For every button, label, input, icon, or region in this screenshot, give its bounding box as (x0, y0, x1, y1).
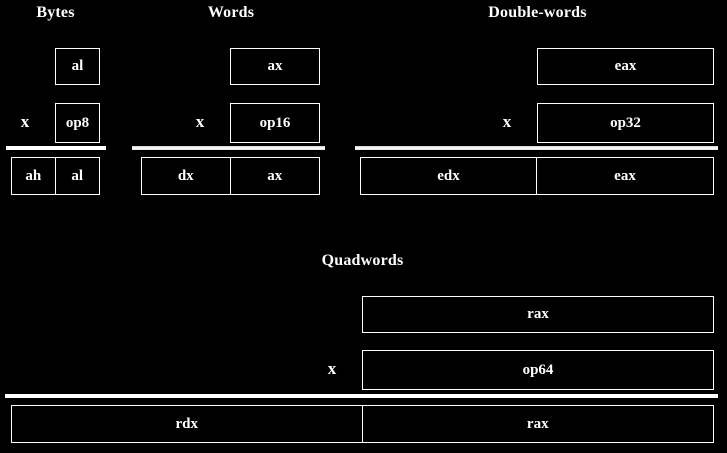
quadwords-result-low: rax (526, 415, 549, 432)
bytes-result-row: ah al (11, 157, 100, 195)
words-result-high: dx (142, 158, 231, 194)
double-words-rule-line (355, 146, 718, 150)
double-words-result-row: edx eax (360, 157, 714, 195)
words-multiply-sign: x (195, 112, 205, 131)
bytes-rule-line (6, 146, 106, 150)
double-words-operand-a-box: eax (537, 48, 714, 85)
section-title-words: Words (207, 4, 255, 21)
words-operand-b-box: op16 (230, 103, 320, 143)
double-words-result-low: eax (614, 167, 636, 184)
bytes-result-high: ah (12, 158, 56, 194)
words-rule-line (132, 146, 325, 150)
quadwords-operand-b-box: op64 (362, 350, 714, 390)
words-operand-a-box: ax (230, 48, 320, 85)
quadwords-result-row: rdx rax (11, 405, 714, 443)
section-title-double-words: Double-words (488, 4, 587, 21)
quadwords-result-high: rdx (12, 406, 363, 442)
bytes-result-low: al (71, 167, 84, 184)
double-words-operand-b-box: op32 (537, 103, 714, 143)
double-words-result-high: edx (361, 158, 537, 194)
bytes-multiply-sign: x (20, 112, 30, 131)
words-result-low: ax (267, 167, 283, 184)
double-words-multiply-sign: x (502, 112, 512, 131)
bytes-operand-a-box: al (55, 48, 100, 85)
quadwords-rule-line (5, 394, 718, 398)
bytes-operand-b-box: op8 (55, 103, 100, 143)
section-title-quadwords: Quadwords (321, 252, 404, 269)
words-result-row: dx ax (141, 157, 320, 195)
quadwords-multiply-sign: x (327, 359, 337, 378)
section-title-bytes: Bytes (36, 4, 75, 21)
quadwords-operand-a-box: rax (362, 296, 714, 333)
